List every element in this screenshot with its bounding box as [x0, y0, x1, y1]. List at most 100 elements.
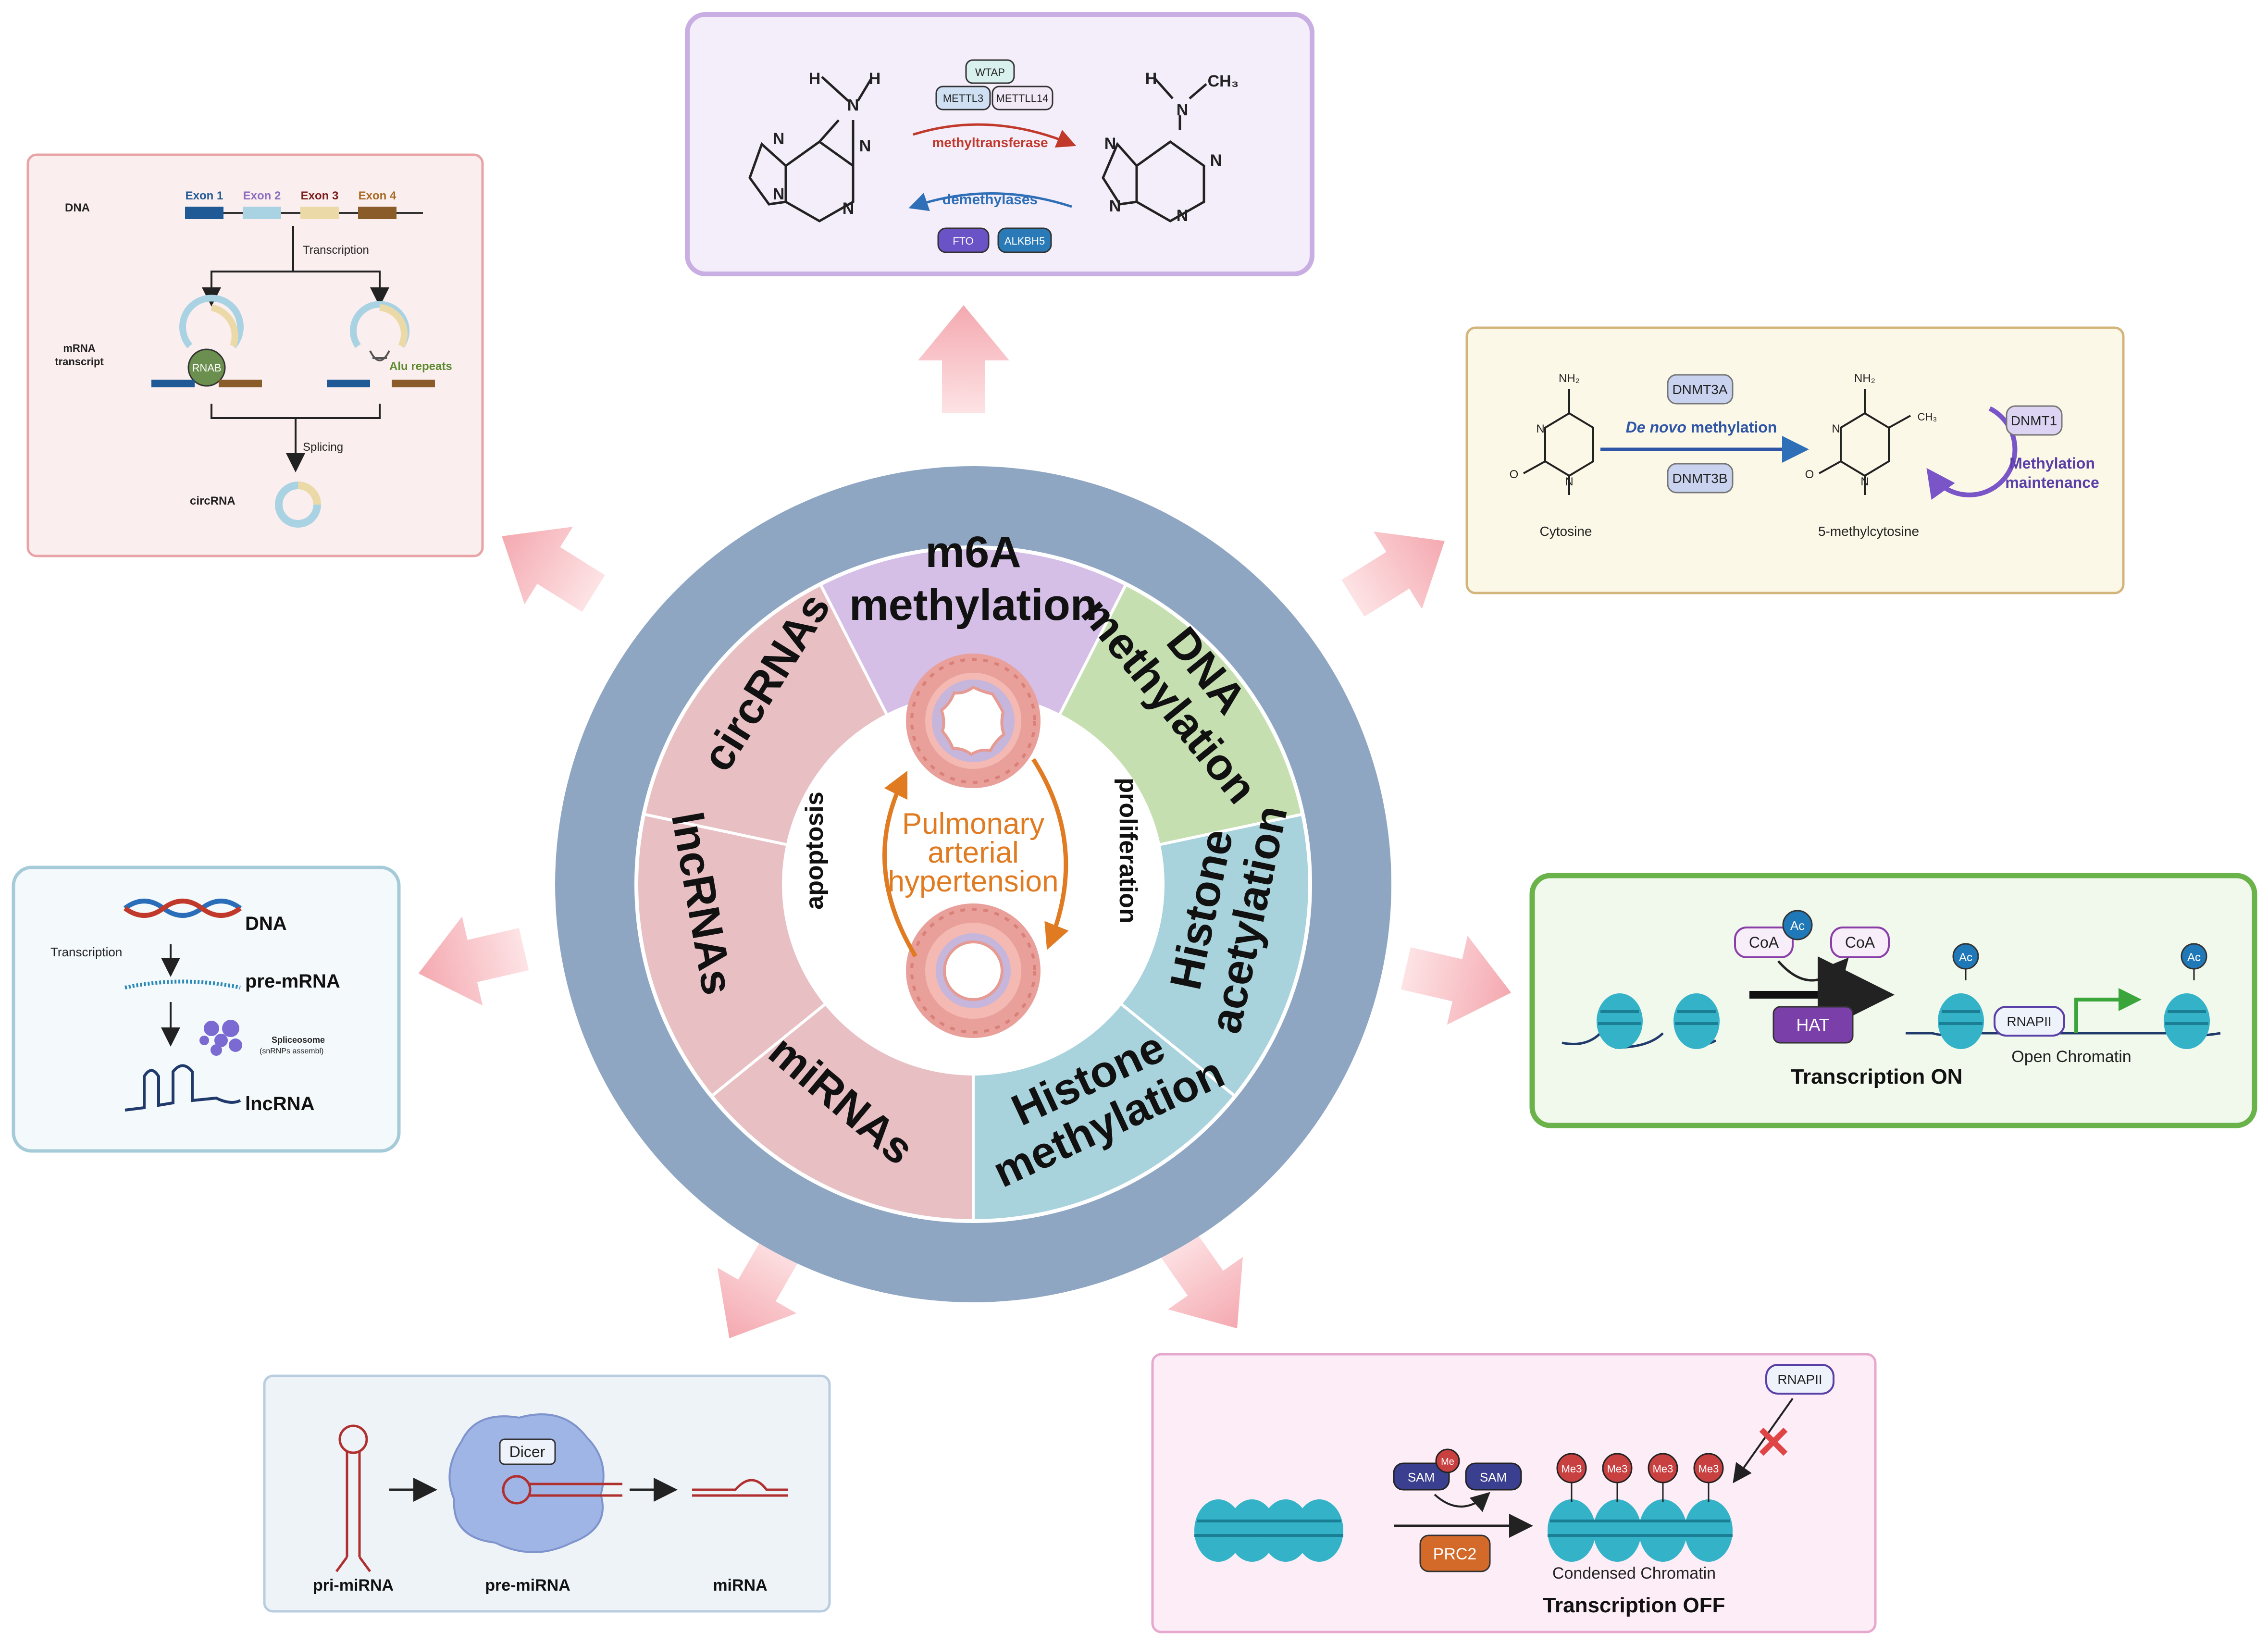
me3-mark-2 — [1602, 1453, 1633, 1483]
me3-marks: Me3 Me3 Me3 Me3 — [1556, 1453, 1724, 1502]
rnapii-badge — [1765, 1364, 1834, 1395]
exon2-label: Exon 2 — [243, 189, 281, 202]
m6a-amine-n2: N — [1177, 101, 1189, 119]
demethylases-label: demethylases — [942, 192, 1038, 208]
sam-left-label: SAM — [1408, 1470, 1435, 1484]
circ-dna-label: DNA — [65, 201, 90, 214]
exon4-block — [358, 207, 397, 219]
mettl3-badge — [935, 86, 991, 111]
pre-mirna-hairpin — [502, 1475, 622, 1505]
rnab-protein — [187, 348, 226, 387]
dicer-badge — [499, 1438, 556, 1465]
sam-right-badge — [1465, 1462, 1522, 1491]
demethylases-arrow — [908, 192, 1072, 211]
methyltransferase-label: methyltransferase — [932, 135, 1048, 150]
mc-ch3: CH₃ — [1918, 411, 1937, 423]
transcription-on-label: Transcription ON — [1791, 1065, 1963, 1088]
open-chromatin-label: Open Chromatin — [2011, 1048, 2131, 1066]
mettl14-label: METTLL14 — [996, 92, 1049, 104]
lncrna-panel: DNA Transcription pre-mRNA Spliceosome (… — [12, 865, 401, 1153]
alkbh5-badge — [997, 227, 1052, 253]
condensed-chromatin-label: Condensed Chromatin — [1552, 1564, 1716, 1582]
mettl14-badge — [991, 86, 1053, 111]
me3-mark-4-label: Me3 — [1698, 1463, 1719, 1475]
dicer-label: Dicer — [509, 1443, 545, 1460]
lncrna-strand — [124, 1064, 241, 1112]
spliceosome-label-line1: Spliceosome — [272, 1035, 325, 1045]
m6a-ring-n6: N — [1210, 151, 1222, 170]
segment-label-m6a-line2: methylation — [849, 581, 1097, 630]
pre-mrna-strand — [124, 979, 241, 989]
methylcytosine-structure — [1819, 389, 1911, 495]
circ-mrna-label-line1: mRNA — [63, 342, 95, 354]
central-wheel: m6A methylation DNA methylation Histone … — [555, 466, 1391, 1302]
m6a-panel: H H N N N N N H CH₃ N N N N N WTAP — [685, 12, 1314, 276]
five-mc-label: 5-methylcytosine — [1818, 524, 1919, 539]
cytosine-nh2: NH₂ — [1559, 372, 1580, 385]
vessel-bottom-icon — [906, 903, 1041, 1038]
m6a-h-methyl: H — [1145, 70, 1157, 88]
ac-donor-label: Ac — [1790, 918, 1805, 933]
me3-mark-3-label: Me3 — [1653, 1463, 1673, 1475]
histone-methylation-panel: RNAPII SAM Me SAM PRC2 — [1151, 1353, 1877, 1633]
rnapii-label: RNAPII — [2007, 1014, 2051, 1029]
ac-mark-1 — [1952, 943, 1979, 970]
compact-nucleosomes-left — [1194, 1499, 1343, 1562]
condensed-nucleosomes — [1548, 1499, 1733, 1562]
exon1-block — [185, 207, 223, 219]
hat-badge — [1772, 1006, 1854, 1044]
transcription-off-label: Transcription OFF — [1543, 1594, 1725, 1617]
m6a-h-right: H — [869, 70, 881, 88]
proliferation-arrow — [1031, 758, 1069, 950]
rnapii-badge — [1994, 1006, 2065, 1037]
dnmt1-badge — [2006, 405, 2063, 436]
arrow-down-right — [1157, 1227, 1243, 1329]
dicer-enzyme-icon — [448, 1413, 605, 1553]
exon1-label: Exon 1 — [186, 189, 223, 202]
m6a-ch3: CH₃ — [1208, 72, 1239, 90]
sam-left-badge — [1393, 1462, 1450, 1491]
arrow-up-right — [1341, 532, 1445, 617]
cytosine-n2: N — [1565, 475, 1573, 488]
ac-donor — [1782, 910, 1813, 940]
lncrna-label: lncRNA — [245, 1093, 314, 1114]
cytosine-n1: N — [1536, 422, 1544, 435]
mirna-label: miRNA — [713, 1576, 767, 1595]
pre-mrna-label: pre-mRNA — [245, 971, 340, 992]
center-disk — [783, 694, 1163, 1074]
ac-mark-2 — [2181, 943, 2207, 970]
me3-mark-1-label: Me3 — [1562, 1463, 1582, 1475]
arrow-up — [918, 305, 1009, 413]
direction-arrows — [418, 305, 1512, 1338]
alu-repeats-label: Alu repeats — [389, 360, 452, 373]
m6a-ring-n7: N — [1109, 197, 1121, 215]
exon4-label: Exon 4 — [359, 189, 397, 202]
de-novo-label: De novo methylation — [1626, 419, 1777, 436]
me-donor-label: Me — [1441, 1457, 1454, 1467]
ac-mark-2-label: Ac — [2187, 951, 2201, 964]
alkbh5-label: ALKBH5 — [1004, 235, 1045, 247]
center-title-line1: Pulmonary — [902, 807, 1044, 841]
histone-acetylation-panel: CoA Ac CoA HAT Ac RNAPII Ac Open Chromat… — [1529, 873, 2257, 1128]
arrow-left — [418, 916, 529, 1006]
mettl3-label: METTL3 — [943, 92, 983, 104]
dna-helix-icon — [124, 899, 242, 918]
nucleosome-3-icon — [1938, 993, 1984, 1049]
me-donor — [1435, 1448, 1460, 1473]
splicing-label: Splicing — [303, 441, 343, 454]
cytosine-o: O — [1510, 468, 1519, 481]
arrow-down-left — [717, 1234, 802, 1338]
nucleosome-1-icon — [1597, 993, 1643, 1049]
dnmt1-label: DNMT1 — [2011, 413, 2057, 428]
prc2-label: PRC2 — [1433, 1545, 1477, 1563]
wtap-badge — [965, 59, 1015, 84]
methyltransferase-arrow — [913, 123, 1077, 148]
wtap-label: WTAP — [975, 66, 1005, 78]
mc-n1: N — [1832, 422, 1840, 435]
circ-mrna-label-line2: transcript — [55, 356, 104, 368]
center-title-line2: arterial — [928, 836, 1019, 869]
mirna-panel: pri-miRNA Dicer pre-miRNA miRNA — [263, 1374, 831, 1613]
pri-mirna-hairpin — [335, 1424, 372, 1572]
maintenance-label-line1: Methylation — [2009, 455, 2095, 472]
